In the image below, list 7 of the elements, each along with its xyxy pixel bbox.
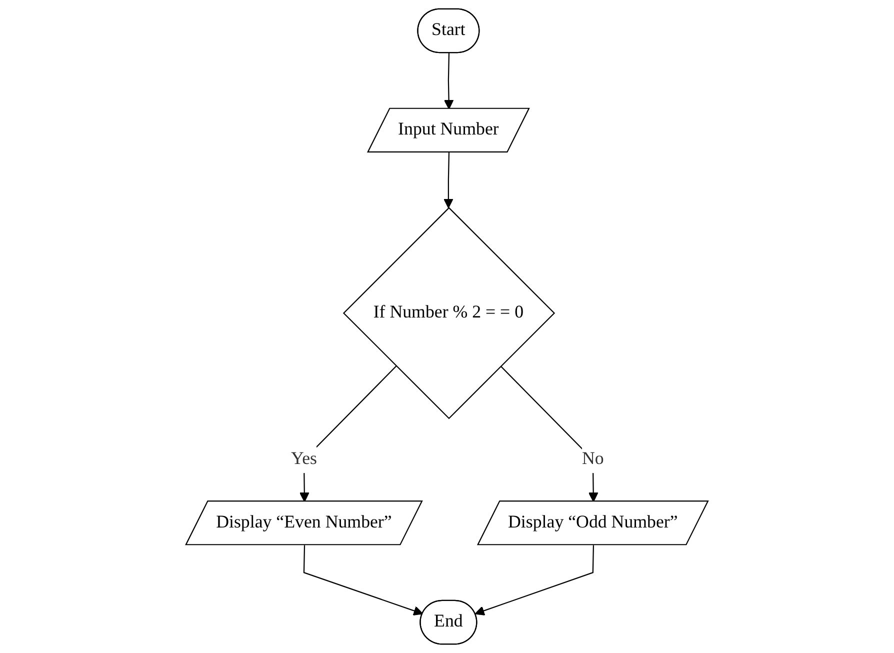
edge-label: Yes	[291, 450, 318, 469]
node-diamond: If Number % 2 = = 0	[342, 207, 556, 420]
arrow	[474, 545, 594, 616]
edge-label: No	[582, 450, 604, 469]
arrow	[444, 53, 454, 110]
arrow	[303, 545, 424, 616]
arrow	[444, 152, 454, 208]
